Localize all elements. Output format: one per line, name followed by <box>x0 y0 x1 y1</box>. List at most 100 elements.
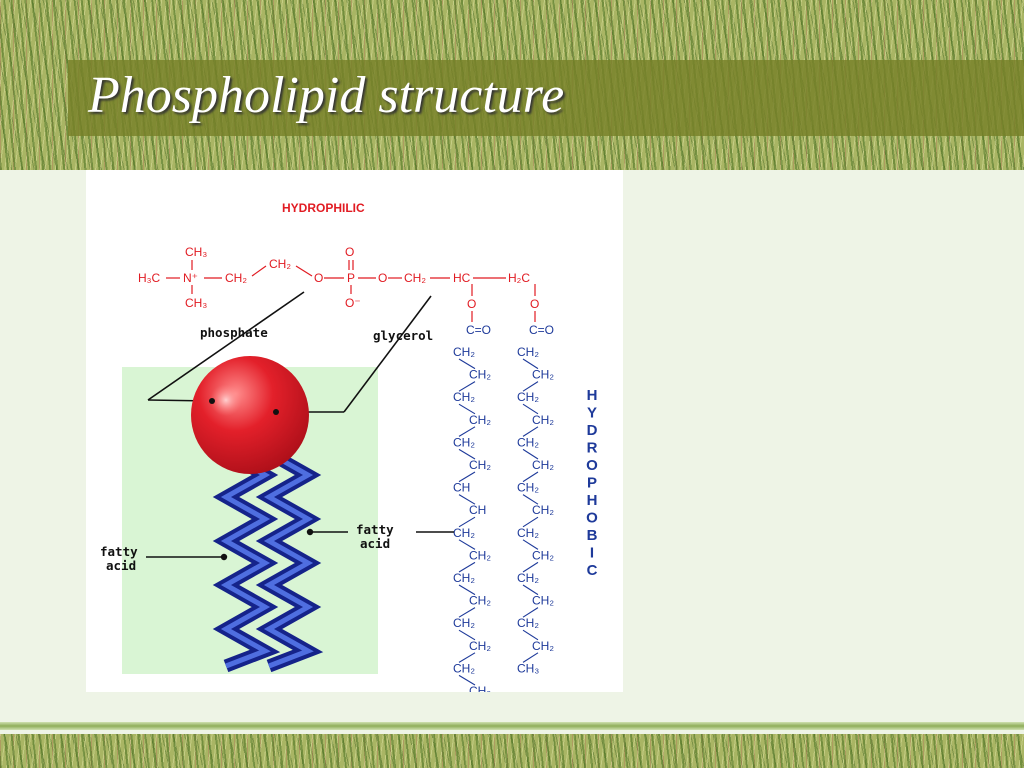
chain-group: CH₂ <box>453 571 475 585</box>
chain-group: CH₂ <box>453 526 475 540</box>
chain-bond <box>458 584 476 596</box>
chain-bond <box>458 403 476 415</box>
chain-group: CH₂ <box>532 458 554 472</box>
formula-o1: O <box>314 271 323 285</box>
chain-bond <box>458 358 476 370</box>
formula-p: P <box>347 271 355 285</box>
chain-bond <box>458 652 476 663</box>
chain-bond <box>458 426 476 437</box>
hydrophobic-letter: C <box>587 562 598 579</box>
fatty-acid-chain-right: CH₂ CH₂ CH₂ CH₂ CH₂ CH₂ CH₂ CH₂ CH₂ CH₂ CH₂ CH₂ CH₂ C… <box>517 345 554 675</box>
formula-o-double: O <box>345 245 354 259</box>
chain-bond <box>522 539 539 550</box>
chain-bond <box>522 584 539 596</box>
hydrophilic-heading: HYDROPHILIC <box>282 201 365 215</box>
hydrophobic-letter: H <box>587 492 598 509</box>
chain-group: CH₂ <box>517 435 539 449</box>
chain-group: CH₂ <box>453 345 475 359</box>
phosphate-head-sphere <box>191 356 309 474</box>
chain-bond <box>522 607 539 618</box>
chain-group: CH₂ <box>469 548 491 562</box>
chain-group: CH₂ <box>532 639 554 653</box>
chain-bond <box>458 448 476 460</box>
hydrophobic-letter: Y <box>587 405 597 422</box>
chain-group: CH₂ <box>517 526 539 540</box>
label-phosphate: phosphate <box>200 325 268 340</box>
slide-title: Phospholipid structure <box>88 67 565 124</box>
grass-footer-band <box>0 734 1024 768</box>
formula-ch2-b: CH₂ <box>269 257 291 271</box>
formula-h2c: H₂C <box>508 271 530 285</box>
chain-bond <box>458 561 476 573</box>
hydrophobic-letter: P <box>587 475 597 492</box>
chain-bond <box>458 539 476 550</box>
label-acid-left: acid <box>106 558 136 573</box>
carbonyl-right: C=O <box>529 323 554 337</box>
ester-o-left: O <box>467 297 476 311</box>
formula-h3c: H₃C <box>138 271 161 285</box>
chain-group: CH₂ <box>532 548 554 562</box>
label-fatty-left: fatty <box>100 544 138 559</box>
hydrophobic-letter: D <box>587 422 598 439</box>
chain-group: CH₂ <box>453 661 475 675</box>
chain-bond <box>522 403 539 415</box>
hydrophobic-letter: H <box>587 387 598 404</box>
glycerol-highlight <box>210 384 242 416</box>
chain-group: CH <box>469 503 486 517</box>
label-acid-right: acid <box>360 536 390 551</box>
chain-bond <box>458 471 476 483</box>
chain-group: CH₂ <box>532 503 554 517</box>
chain-bond <box>522 629 539 641</box>
formula-n-plus: N⁺ <box>183 271 198 285</box>
chain-bond <box>522 652 539 663</box>
formula-ch3-bottom: CH₃ <box>185 296 207 310</box>
chain-group: CH₂ <box>453 616 475 630</box>
footer-divider <box>0 722 1024 730</box>
chain-group: CH₂ <box>469 639 491 653</box>
chain-group: CH₂ <box>517 481 539 495</box>
chain-bond <box>458 629 476 641</box>
chain-group: CH <box>453 481 470 495</box>
formula-o2: O <box>378 271 387 285</box>
chain-group: CH₂ <box>469 368 491 382</box>
formula-ch2-a: CH₂ <box>225 271 247 285</box>
chain-bond <box>458 516 476 528</box>
chain-bond <box>458 674 476 686</box>
chain-group: CH₂ <box>517 616 539 630</box>
chain-bond <box>458 381 476 392</box>
hydrophobic-letter: O <box>586 457 598 474</box>
ester-o-right: O <box>530 297 539 311</box>
chain-bond <box>522 471 539 483</box>
chain-group: CH₂ <box>469 594 491 608</box>
chain-bond <box>458 494 476 505</box>
chain-group: CH₂ <box>517 390 539 404</box>
chain-bond <box>522 358 539 370</box>
chain-bond <box>522 381 539 392</box>
chain-group: CH₂ <box>453 390 475 404</box>
chain-group: CH₃ <box>517 661 539 675</box>
chain-bond <box>522 494 539 505</box>
chain-bond <box>458 607 476 618</box>
formula-hc: HC <box>453 271 471 285</box>
hydrophobic-letter: O <box>586 510 598 527</box>
chain-bond <box>522 426 539 437</box>
chain-group: CH₂ <box>532 594 554 608</box>
formula-o-minus: O⁻ <box>345 296 361 310</box>
formula-ch2-c: CH₂ <box>404 271 426 285</box>
hydrophobic-letter: I <box>590 545 594 562</box>
phospholipid-diagram: HYDROPHILIC CH₃ H₃C N⁺ CH₃ CH₂ CH₂ O P O… <box>86 170 623 692</box>
chain-group: CH₂ <box>517 571 539 585</box>
chain-group: CH₂ <box>453 435 475 449</box>
fatty-acid-chain-left: CH₂ CH₂ CH₂ CH₂ CH₂ CH₂ CH CH CH₂ CH₂ CH₂ CH₂ CH₂ CH₂… <box>453 345 491 692</box>
title-bar <box>68 60 1024 136</box>
formula-ch3-top: CH₃ <box>185 245 207 259</box>
label-fatty-right: fatty <box>356 522 394 537</box>
chain-group: CH₂ <box>469 458 491 472</box>
carbonyl-left: C=O <box>466 323 491 337</box>
chain-bond <box>522 516 539 528</box>
hydrophobic-letter: R <box>587 440 598 457</box>
diagram-canvas: HYDROPHILIC CH₃ H₃C N⁺ CH₃ CH₂ CH₂ O P O… <box>100 201 598 692</box>
chain-group: CH₂ <box>517 345 539 359</box>
chain-bond <box>522 448 539 460</box>
chain-group: CH₂ <box>532 368 554 382</box>
